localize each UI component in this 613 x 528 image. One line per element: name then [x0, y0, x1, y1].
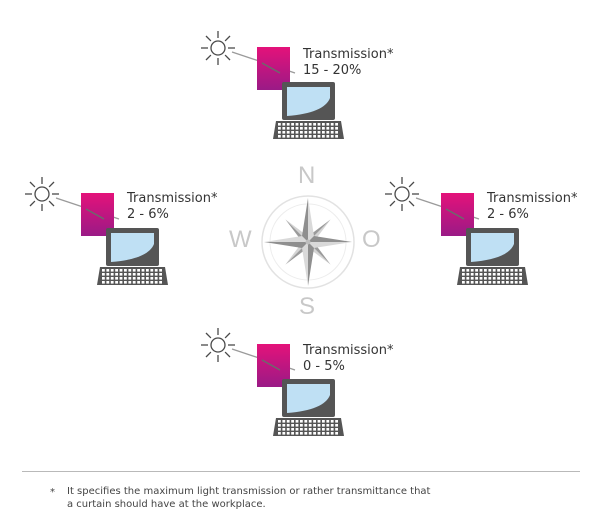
footnote-divider	[22, 471, 580, 472]
light-ray-through	[261, 359, 281, 371]
station-graphic	[385, 177, 528, 285]
transmission-value: 2 - 6%	[487, 207, 529, 222]
laptop-icon	[457, 228, 528, 285]
transmission-label: Transmission*	[303, 47, 394, 62]
light-ray-through	[85, 208, 105, 220]
light-ray-through	[445, 208, 465, 220]
station-graphic	[25, 177, 168, 285]
station-west: Transmission* 2 - 6%	[24, 176, 224, 296]
sun-icon	[385, 177, 419, 211]
footnote-marker: *	[50, 487, 55, 498]
compass-north-label: N	[298, 162, 316, 189]
laptop-icon	[97, 228, 168, 285]
transmission-value: 15 - 20%	[303, 63, 362, 78]
station-north: Transmission* 15 - 20%	[200, 30, 400, 150]
transmission-label: Transmission*	[303, 343, 394, 358]
transmission-label: Transmission*	[127, 191, 218, 206]
transmission-value: 2 - 6%	[127, 207, 169, 222]
station-south: Transmission* 0 - 5%	[200, 327, 400, 447]
station-graphic	[201, 31, 344, 139]
footnote-line-2: a curtain should have at the workplace.	[67, 499, 266, 510]
sun-icon	[201, 31, 235, 65]
compass-rose-icon	[261, 195, 355, 289]
light-ray-through	[261, 62, 281, 74]
sun-icon	[25, 177, 59, 211]
station-graphic	[201, 328, 344, 436]
compass: N S W O	[220, 155, 400, 320]
laptop-icon	[273, 82, 344, 139]
compass-east-label: O	[362, 226, 381, 253]
laptop-icon	[273, 379, 344, 436]
compass-west-label: W	[229, 226, 252, 253]
transmission-value: 0 - 5%	[303, 359, 345, 374]
compass-south-label: S	[299, 293, 316, 320]
sun-icon	[201, 328, 235, 362]
station-east: Transmission* 2 - 6%	[384, 176, 584, 296]
transmission-label: Transmission*	[487, 191, 578, 206]
footnote-line-1: It specifies the maximum light transmiss…	[67, 486, 431, 497]
